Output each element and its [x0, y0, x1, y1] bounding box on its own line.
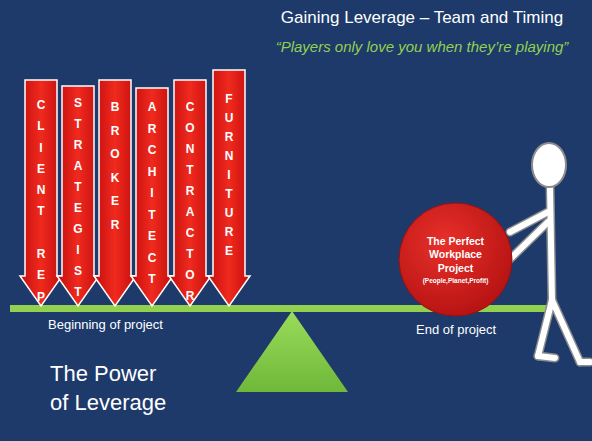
- team-role-label: ARCHITECT: [131, 100, 173, 294]
- stick-figure: [507, 143, 590, 362]
- team-role-label: FURNITURE: [208, 92, 250, 263]
- diagram-title: Gaining Leverage – Team and Timing: [262, 8, 582, 28]
- arrow-outline: [208, 70, 250, 306]
- arrow-outline: [131, 88, 173, 306]
- project-circle: The Perfect Workplace Project(People,Pla…: [398, 202, 513, 317]
- subtitle-quote: “Players only love you when they’re play…: [262, 38, 582, 56]
- team-role-label: CONTRACTOR: [169, 100, 211, 310]
- force-arrow: BROKER: [94, 80, 136, 306]
- lever-end-label: End of project: [416, 322, 546, 338]
- project-title: The Perfect Workplace Project: [416, 235, 496, 276]
- force-arrow: FURNITURE: [208, 70, 250, 306]
- team-role-label: BROKER: [94, 100, 136, 241]
- arrow-outline: [57, 86, 99, 306]
- project-subtitle: (People,Planet,Profit): [406, 277, 506, 284]
- force-arrow: ARCHITECT: [131, 88, 173, 306]
- heading-note: The Power of Leverage: [50, 360, 180, 417]
- circle-text-group: The Perfect Workplace Project(People,Pla…: [398, 202, 513, 317]
- force-arrow: STRATEGIST: [57, 86, 99, 306]
- arrow-outline: [94, 80, 136, 306]
- circle-outline: [399, 203, 512, 316]
- force-arrow: CONTRACTOR: [169, 80, 211, 306]
- team-role-label: STRATEGIST: [57, 96, 99, 306]
- fulcrum-triangle: [236, 311, 348, 392]
- team-role-label: CLIENT REP: [20, 98, 62, 311]
- lever-end-label: Beginning of project: [48, 317, 208, 333]
- force-arrow: CLIENT REP: [20, 80, 62, 306]
